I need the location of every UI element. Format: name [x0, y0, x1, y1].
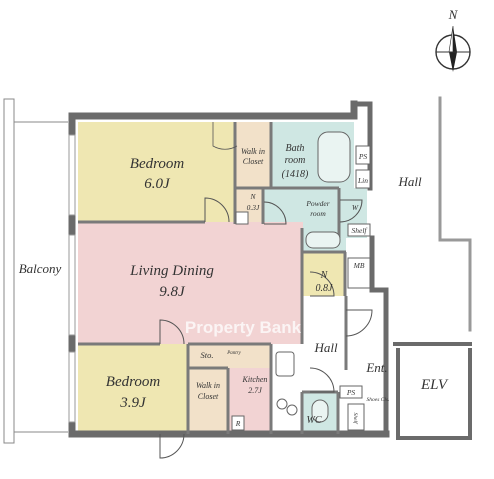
mb-label: MB [353, 261, 365, 270]
shelf-2 [347, 403, 365, 431]
hall-center-label: Hall [313, 340, 338, 355]
pantry-area [228, 344, 271, 368]
compass-icon: N [435, 7, 471, 72]
bathtub-icon [317, 131, 351, 183]
kitchen-size: 2.7J [248, 386, 262, 395]
bedroom-1-area [78, 122, 235, 222]
walkin-closet-1-label-line1: Walk in [241, 147, 265, 156]
stove-burner-icon [276, 398, 288, 410]
bedroom-2-size: 3.9J [119, 395, 147, 411]
fixtures [231, 131, 371, 431]
compass-north-label: N [448, 7, 459, 22]
walkin-closet-1-label-line2: Closet [243, 157, 264, 166]
living-dining-label: Living Dining [129, 263, 214, 279]
living-dining-area [78, 222, 303, 344]
elevator-label: ELV [420, 377, 449, 393]
windows [68, 134, 76, 423]
powder-room-label-line2: room [310, 209, 326, 218]
bedroom-1-label: Bedroom [130, 156, 185, 172]
shelf-1-label: Shelf [352, 226, 368, 235]
walkin-closet-2-label-line2: Closet [198, 392, 219, 401]
shelf-2-label: Shelf [352, 413, 359, 425]
n-closet-2-area [303, 252, 345, 296]
kitchen-label: Kitchen [242, 375, 268, 384]
walkin-closet-1-area [235, 122, 271, 188]
n-closet-icon [235, 211, 249, 225]
bedroom-1-size: 6.0J [144, 176, 171, 192]
n-closet-2-label: N [320, 270, 329, 281]
watermark: Property Bank [185, 318, 302, 337]
interior-walls [78, 122, 348, 434]
ps-2-label: PS [346, 388, 356, 397]
w-label: W [352, 203, 359, 212]
refrigerator-icon [231, 415, 245, 431]
n-closet-2-size: 0.8J [316, 283, 334, 294]
linen-closet [355, 169, 371, 189]
pantry-label: Pantry [226, 351, 241, 356]
ps-1-label: PS [358, 152, 368, 161]
powder-room-area [263, 188, 339, 228]
balcony [3, 98, 68, 444]
walkin-closet-2-label-line1: Walk in [196, 381, 220, 390]
bath-size: (1418) [282, 169, 309, 180]
n-closet-1-label: N [249, 192, 256, 201]
sink-icon [305, 231, 341, 249]
walkin-closet-2-area [188, 368, 228, 434]
bedroom-2-area [78, 344, 188, 434]
balcony-label: Balcony [19, 261, 62, 276]
doors [159, 122, 373, 459]
n-closet-1-size: 0.3J [247, 203, 260, 212]
storage-label: Sto. [201, 350, 214, 360]
powder-room-label-line1: Powder [305, 199, 329, 208]
kitchen-sink-icon [275, 351, 295, 377]
meter-box [347, 257, 371, 289]
pipe-space-2 [339, 385, 363, 399]
living-dining-size: 9.8J [159, 284, 186, 300]
entrance-label: Ent. [365, 360, 387, 375]
shelf-1 [347, 223, 371, 237]
bath-label: Bath [286, 143, 305, 154]
hall-right-label: Hall [397, 174, 422, 189]
wc-label: WC [307, 415, 322, 426]
lin-label: Lin [357, 176, 368, 185]
bath-room-label: room [285, 155, 306, 166]
bedroom-2-label: Bedroom [106, 374, 161, 390]
pipe-space-1 [355, 145, 371, 165]
toilet-icon [311, 399, 329, 423]
shoes-closet-label: Shoes Cls. [367, 397, 390, 403]
stove-burner-icon [286, 404, 298, 416]
refrigerator-label: R [235, 419, 241, 428]
storage-area [188, 344, 228, 368]
